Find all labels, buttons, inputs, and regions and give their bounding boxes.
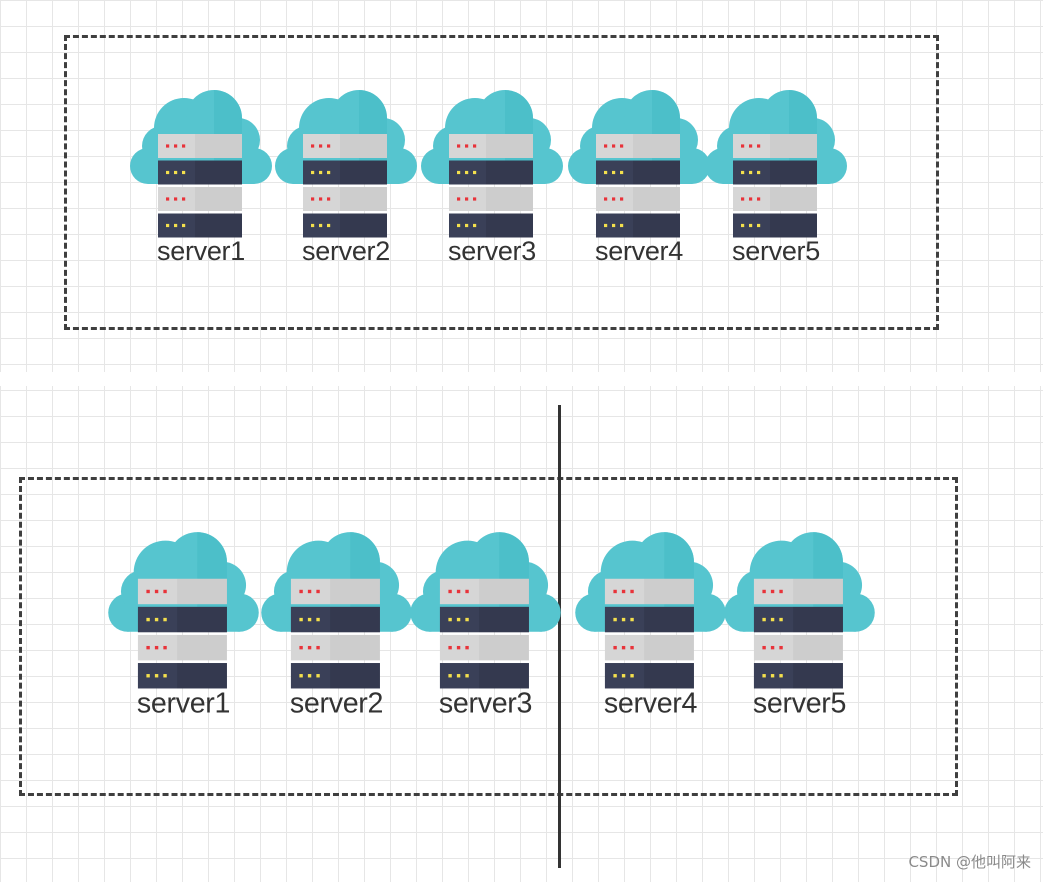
server-label: server2: [302, 236, 390, 266]
cloud-server-icon: [705, 90, 847, 238]
server-node-bottom-1: server1: [104, 530, 263, 731]
server-group-top: [64, 35, 939, 330]
server-node-top-3: server3: [417, 88, 567, 278]
server-label: server3: [448, 236, 536, 266]
cloud-server-icon: [130, 90, 272, 238]
cloud-server-icon: [724, 532, 875, 689]
server-label: server4: [595, 236, 683, 266]
server-group-bottom: [19, 477, 958, 796]
cloud-server-icon: [261, 532, 412, 689]
server-node-bottom-4: server4: [571, 530, 730, 731]
server-node-top-4: server4: [564, 88, 714, 278]
server-label: server1: [157, 236, 245, 266]
partition-divider-line: [558, 405, 561, 868]
server-node-bottom-5: server5: [720, 530, 879, 731]
server-label: server2: [289, 686, 384, 719]
section-gap: [0, 372, 1043, 386]
server-node-bottom-2: server2: [257, 530, 416, 731]
server-label: server5: [752, 686, 847, 719]
server-node-top-1: server1: [126, 88, 276, 278]
cloud-server-icon: [575, 532, 726, 689]
server-node-top-5: server5: [701, 88, 851, 278]
server-node-bottom-3: server3: [406, 530, 565, 731]
cloud-server-icon: [568, 90, 710, 238]
cloud-server-icon: [108, 532, 259, 689]
server-label: server5: [732, 236, 820, 266]
watermark: CSDN @他叫阿来: [908, 853, 1031, 871]
server-label: server1: [136, 686, 231, 719]
cloud-server-icon: [275, 90, 417, 238]
server-label: server4: [603, 686, 698, 719]
server-label: server3: [438, 686, 533, 719]
server-node-top-2: server2: [271, 88, 421, 278]
cloud-server-icon: [421, 90, 563, 238]
cloud-server-icon: [410, 532, 561, 689]
